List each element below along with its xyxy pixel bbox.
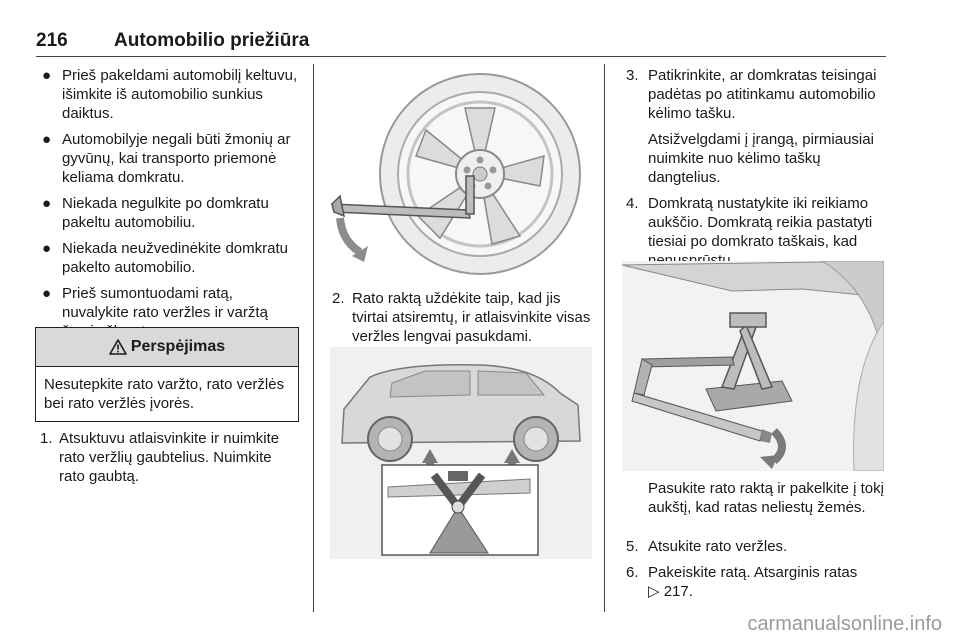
warning-text: Nesutepkite rato varžto, rato veržlės be…: [44, 376, 285, 412]
step-item: 5. Atsukite rato veržles.: [626, 538, 788, 555]
column-divider-left: [313, 64, 314, 612]
step-note: Atsižvelgdami į įrangą, pirmiausiai nuim…: [648, 131, 874, 186]
warning-title: Perspėjimas: [130, 338, 226, 355]
page-header: 216 Automobilio priežiūra: [36, 30, 886, 57]
page-reference-icon: ▷: [648, 583, 660, 600]
step-item: 1. Atsuktuvu atlaisvinkite ir nuimkite r…: [40, 430, 280, 485]
bullet-item: ●Automobilyje negali būti žmonių ar gyvū…: [42, 131, 291, 186]
step-item: 6. Pakeiskite ratą. Atsarginis ratas ▷ 2…: [626, 564, 858, 600]
step-item: 4. Domkratą nustatykite iki reikiamo auk…: [626, 195, 873, 269]
bullet-item: ●Prieš pakeldami automobilį keltuvu, iši…: [42, 67, 298, 122]
car-jacking-points-illustration: [330, 347, 592, 559]
left-steps: 1. Atsuktuvu atlaisvinkite ir nuimkite r…: [35, 429, 301, 493]
jack-instruction: Pasukite rato raktą ir pakelkite į tokį …: [648, 480, 884, 516]
page-reference-link[interactable]: 217.: [663, 583, 693, 600]
left-column: ●Prieš pakeldami automobilį keltuvu, iši…: [35, 66, 301, 348]
page-title: Automobilio priežiūra: [114, 30, 310, 51]
watermark: carmanualsonline.info: [747, 613, 942, 635]
wheel-wrench-illustration: [330, 66, 592, 276]
bullet-item: ●Niekada negulkite po domkratu pakeltu a…: [42, 195, 269, 231]
page-number: 216: [36, 30, 68, 51]
right-steps-bottom: 5. Atsukite rato veržles. 6. Pakeiskite …: [622, 537, 888, 608]
warning-triangle-icon: [109, 339, 127, 355]
bullet-item: ●Niekada neužvedinėkite domkratu pakelto…: [42, 240, 288, 276]
warning-box: Perspėjimas Nesutepkite rato varžto, rat…: [35, 327, 299, 422]
middle-steps: 2. Rato raktą uždėkite taip, kad jis tvi…: [332, 289, 594, 353]
safety-bullet-list: ●Prieš pakeldami automobilį keltuvu, iši…: [35, 66, 301, 341]
right-steps-top: 3. Patikrinkite, ar domkratas teisingai …: [622, 66, 888, 277]
step-item: 3. Patikrinkite, ar domkratas teisingai …: [622, 66, 888, 187]
right-figure-caption: Pasukite rato raktą ir pakelkite į tokį …: [648, 479, 888, 517]
warning-header: Perspėjimas: [36, 328, 298, 367]
column-divider-right: [604, 64, 605, 612]
scissor-jack-illustration: [621, 260, 885, 472]
step-item: 2. Rato raktą uždėkite taip, kad jis tvi…: [332, 290, 591, 345]
